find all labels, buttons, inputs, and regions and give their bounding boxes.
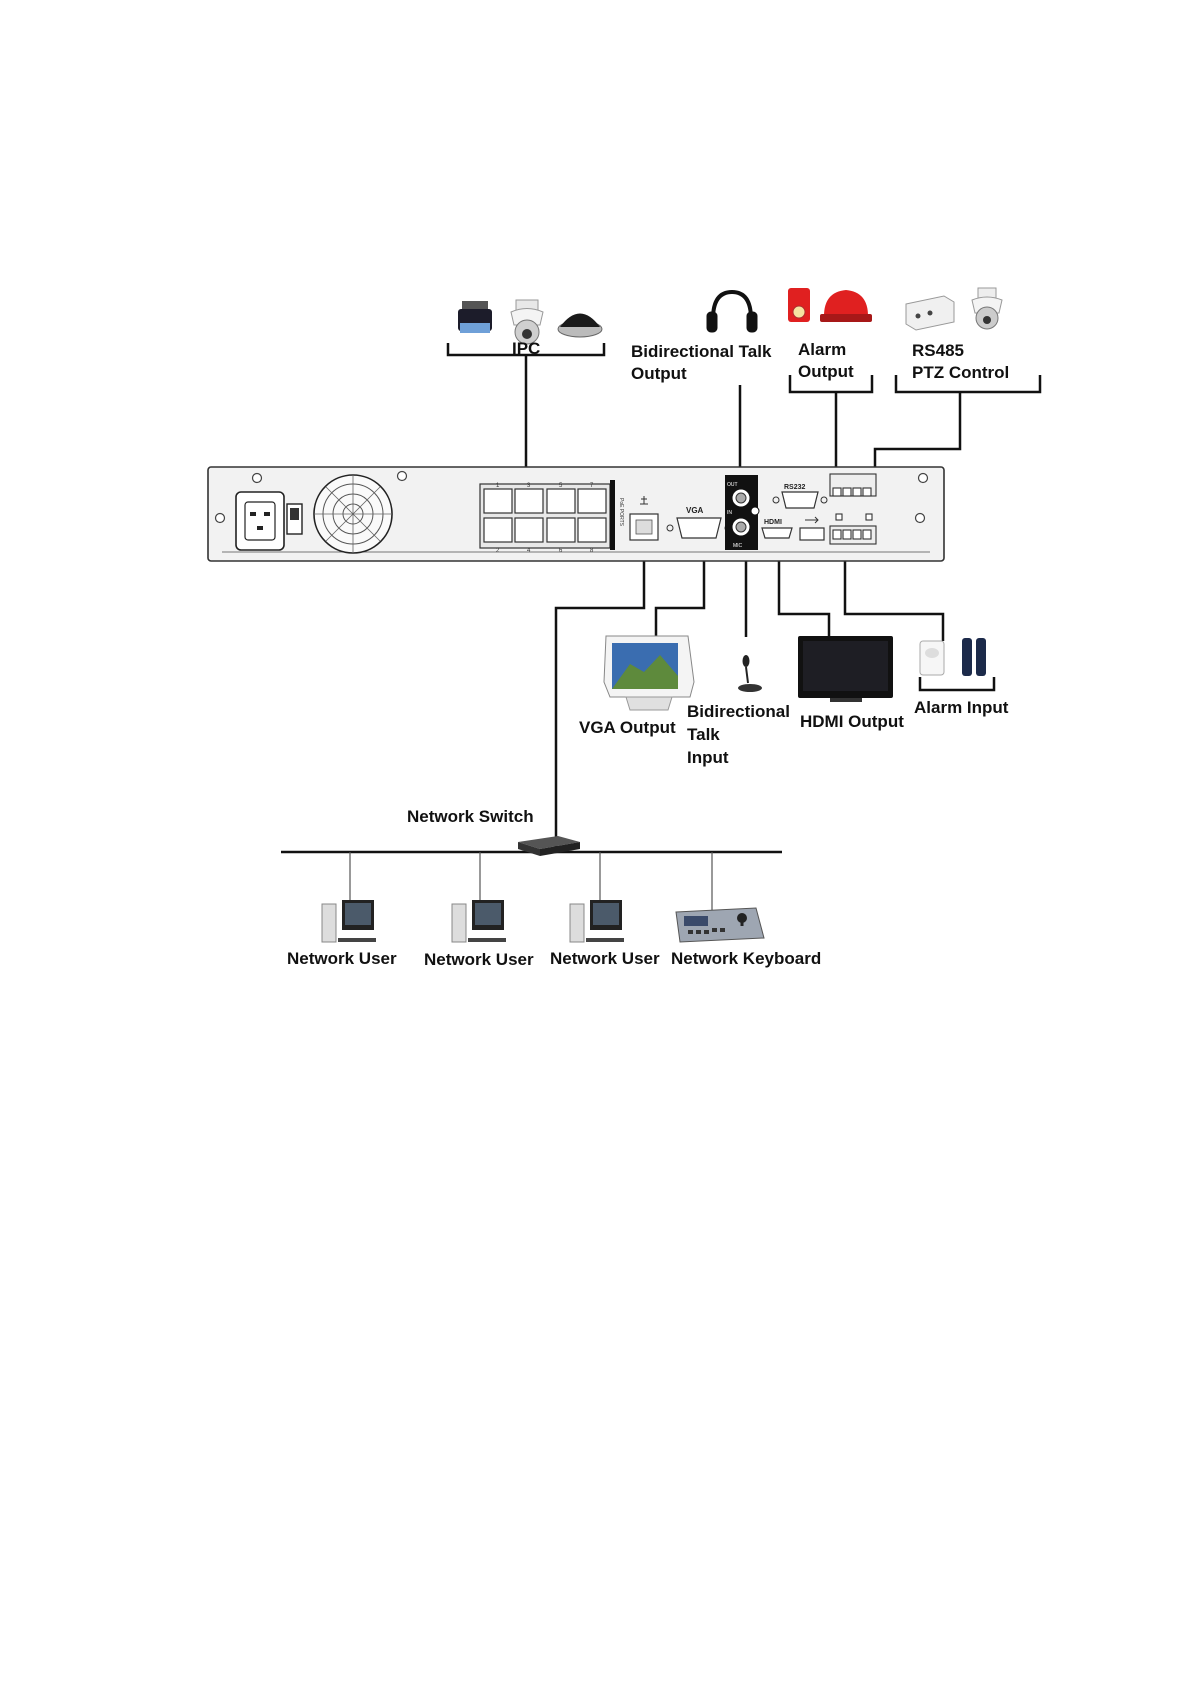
label-line: Talk xyxy=(687,723,790,746)
label-line: PTZ Control xyxy=(912,362,1009,384)
svg-text:HDMI: HDMI xyxy=(764,519,782,526)
nvr-rear-panel: 1 3 5 7 2 4 6 8 PoE PORTS VGA OUT xyxy=(208,467,944,561)
network-user-label-1: Network User xyxy=(287,948,397,970)
alarm-input-bracket xyxy=(920,677,994,690)
vga-monitor-icon xyxy=(604,636,694,710)
bus-drops xyxy=(350,852,712,910)
svg-text:VGA: VGA xyxy=(686,506,704,515)
rs485-ptz-control-label: RS485 PTZ Control xyxy=(912,340,1009,384)
fan-grille xyxy=(314,475,392,553)
beam-sensor-icon xyxy=(962,638,986,676)
alarm-input-label: Alarm Input xyxy=(914,697,1008,719)
network-keyboard-label: Network Keyboard xyxy=(671,948,821,970)
bidirectional-talk-output-label: Bidirectional Talk Output xyxy=(631,341,771,385)
network-keyboard-icon xyxy=(676,908,764,942)
power-switch xyxy=(287,504,302,534)
ipc-label: IPC xyxy=(512,338,540,360)
poe-ports xyxy=(480,484,610,548)
svg-text:MIC: MIC xyxy=(733,543,743,549)
pir-sensor-icon xyxy=(920,641,944,675)
poe-label: PoE PORTS xyxy=(618,498,624,527)
network-user-pc-icon-1 xyxy=(322,900,376,942)
box-dome-camera-icon xyxy=(458,301,492,333)
ptz-speed-dome-icon xyxy=(972,288,1002,329)
alarm-output-label: Alarm Output xyxy=(798,339,854,383)
label-line: Bidirectional xyxy=(687,700,790,723)
dome-camera-icon xyxy=(558,314,602,338)
network-user-pc-icon-2 xyxy=(452,900,506,942)
network-user-pc-icon-3 xyxy=(570,900,624,942)
label-line: Output xyxy=(798,361,854,383)
audio-ports: OUT IN MIC xyxy=(725,475,759,550)
hdmi-output-label: HDMI Output xyxy=(800,711,904,733)
hdmi-tv-icon xyxy=(798,636,893,702)
svg-text:OUT: OUT xyxy=(727,482,738,488)
svg-text:RS232: RS232 xyxy=(784,484,806,491)
ptz-decoder-icon xyxy=(906,296,954,330)
power-socket xyxy=(236,492,284,550)
label-line: RS485 xyxy=(912,340,1009,362)
network-user-label-2: Network User xyxy=(424,949,534,971)
headphones-icon xyxy=(707,292,757,332)
connection-lines xyxy=(281,343,1040,852)
network-switch-label: Network Switch xyxy=(407,806,534,828)
alarm-beacon-icon xyxy=(820,290,872,322)
vga-output-label: VGA Output xyxy=(579,717,676,739)
microphone-icon xyxy=(738,655,762,692)
svg-text:IN: IN xyxy=(727,510,732,516)
alarm-siren-icon xyxy=(788,288,810,322)
network-user-label-3: Network User xyxy=(550,948,660,970)
label-line: Alarm xyxy=(798,339,854,361)
label-line: Bidirectional Talk xyxy=(631,341,771,363)
label-line: Input xyxy=(687,746,790,769)
bidirectional-talk-input-label: Bidirectional Talk Input xyxy=(687,700,790,769)
label-line: Output xyxy=(631,363,771,385)
